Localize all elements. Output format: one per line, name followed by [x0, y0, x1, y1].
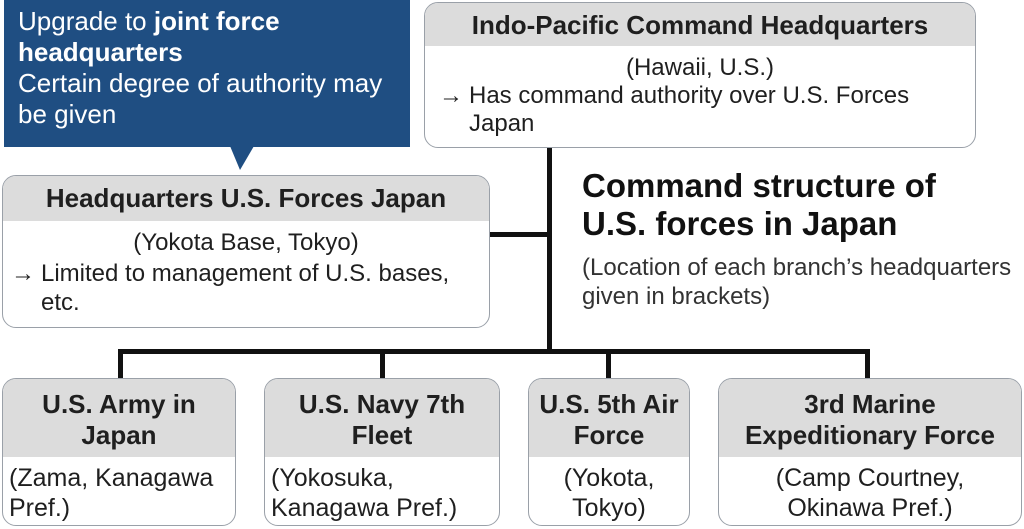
usfj-note-row: → Limited to management of U.S. bases, e…: [3, 257, 489, 317]
branch-drop-army: [118, 349, 123, 381]
branch-location: (Yokosuka, Kanagawa Pref.): [271, 464, 458, 522]
upgrade-callout: Upgrade to joint force headquarters Cert…: [4, 0, 410, 147]
branch-name: U.S. 5th Air Force: [529, 379, 689, 457]
indopacom-title: Indo-Pacific Command Headquarters: [425, 3, 975, 46]
right-arrow-icon: →: [11, 260, 35, 287]
usfj-location: (Yokota Base, Tokyo): [133, 229, 359, 256]
branch-navy: U.S. Navy 7th Fleet (Yokosuka, Kanagawa …: [264, 378, 500, 526]
branch-bus-line: [118, 349, 870, 354]
branch-army: U.S. Army in Japan (Zama, Kanagawa Pref.…: [2, 378, 236, 526]
diagram-title: Command structure of U.S. forces in Japa…: [582, 167, 936, 242]
branch-marines: 3rd Marine Expeditionary Force (Camp Cou…: [718, 378, 1022, 526]
diagram-subtitle: (Location of each branch’s headquarters …: [582, 254, 1012, 310]
usfj-box: Headquarters U.S. Forces Japan (Yokota B…: [2, 175, 490, 328]
branch-name: U.S. Navy 7th Fleet: [265, 379, 499, 457]
indopacom-location: (Hawaii, U.S.): [625, 54, 775, 81]
branch-location: (Zama, Kanagawa Pref.): [9, 464, 214, 522]
branch-name: 3rd Marine Expeditionary Force: [719, 379, 1021, 457]
callout-pointer: [230, 146, 254, 170]
usfj-title: Headquarters U.S. Forces Japan: [3, 176, 489, 221]
indopacom-box: Indo-Pacific Command Headquarters (Hawai…: [424, 2, 976, 148]
branch-drop-airforce: [606, 349, 611, 381]
branch-location: (Camp Courtney, Okinawa Pref.): [775, 464, 965, 522]
branch-drop-marines: [865, 349, 870, 381]
branch-name: U.S. Army in Japan: [3, 379, 235, 457]
trunk-line: [547, 148, 552, 352]
right-arrow-icon: →: [439, 82, 463, 109]
indopacom-note-row: → Has command authority over U.S. Forces…: [425, 82, 975, 138]
branch-airforce: U.S. 5th Air Force (Yokota, Tokyo): [528, 378, 690, 526]
indopacom-note: Has command authority over U.S. Forces J…: [469, 82, 910, 137]
branch-location: (Yokota, Tokyo): [563, 464, 655, 522]
branch-drop-navy: [380, 349, 385, 381]
usfj-connector-line: [490, 232, 550, 237]
usfj-note: Limited to management of U.S. bases, etc…: [41, 260, 450, 316]
callout-heading: Upgrade to joint force headquarters: [18, 6, 280, 67]
callout-note: Certain degree of authority may be given: [18, 68, 383, 129]
